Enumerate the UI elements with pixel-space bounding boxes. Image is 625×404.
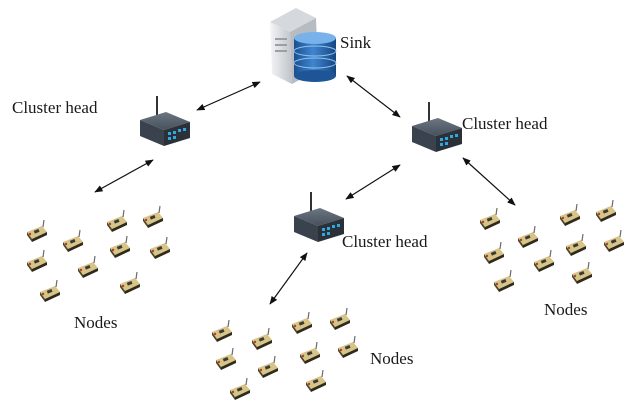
sensor-node-icon <box>565 233 587 257</box>
sensor-node-icon <box>559 203 581 227</box>
sensor-node-icon <box>337 335 359 359</box>
nodes-middle-label: Nodes <box>370 349 414 368</box>
links <box>94 75 516 305</box>
arrow-sink-right-head <box>346 75 401 118</box>
node-group-left <box>26 205 171 303</box>
sensor-node-icon <box>251 327 273 351</box>
sink-label: Sink <box>340 33 372 52</box>
sensor-node-icon <box>142 205 164 229</box>
sensor-node-icon <box>257 355 279 379</box>
arrow-left-head-left-nodes <box>94 159 154 193</box>
sensor-node-icon <box>62 229 84 253</box>
arrow-right-head-right-nodes <box>462 157 516 206</box>
node-group-right <box>479 199 625 293</box>
cluster-head-left-label: Cluster head <box>12 98 98 117</box>
sensor-node-icon <box>305 369 327 393</box>
sensor-node-icon <box>479 207 501 231</box>
sensor-node-icon <box>109 235 131 259</box>
sensor-node-icon <box>211 319 233 343</box>
database-icon <box>293 32 337 82</box>
sensor-node-icon <box>215 347 237 371</box>
sensor-node-icon <box>26 249 48 273</box>
sensor-node-icon <box>329 307 351 331</box>
sensor-node-icon <box>603 229 625 253</box>
cluster-head-middle-label: Cluster head <box>342 232 428 251</box>
sensor-node-icon <box>106 209 128 233</box>
sensor-node-icon <box>533 249 555 273</box>
nodes-left-label: Nodes <box>74 313 118 332</box>
sensor-node-icon <box>39 279 61 303</box>
sensor-node-icon <box>119 271 141 295</box>
sensor-node-icon <box>26 219 48 243</box>
cluster-head-middle-router-icon <box>293 191 345 243</box>
sensor-node-icon <box>595 199 617 223</box>
arrow-right-head-middle-head <box>345 164 401 200</box>
sensor-node-icon <box>149 236 171 260</box>
cluster-head-left-router-icon <box>139 95 191 147</box>
sensor-node-icon <box>483 241 505 265</box>
sensor-node-icon <box>77 255 99 279</box>
nodes-right-label: Nodes <box>544 300 588 319</box>
sink-server-database-icon <box>270 8 337 84</box>
sensor-node-icon <box>299 341 321 365</box>
cluster-head-right-label: Cluster head <box>462 114 548 133</box>
sensor-node-icon <box>571 261 593 285</box>
arrow-middle-head-middle-nodes <box>269 252 308 305</box>
sensor-node-icon <box>291 311 313 335</box>
sensor-node-icon <box>517 225 539 249</box>
sensor-node-icon <box>229 377 251 401</box>
arrow-sink-left-head <box>196 81 261 111</box>
sensor-node-icon <box>493 269 515 293</box>
node-group-middle <box>211 307 359 401</box>
cluster-head-right-router-icon <box>411 101 463 153</box>
